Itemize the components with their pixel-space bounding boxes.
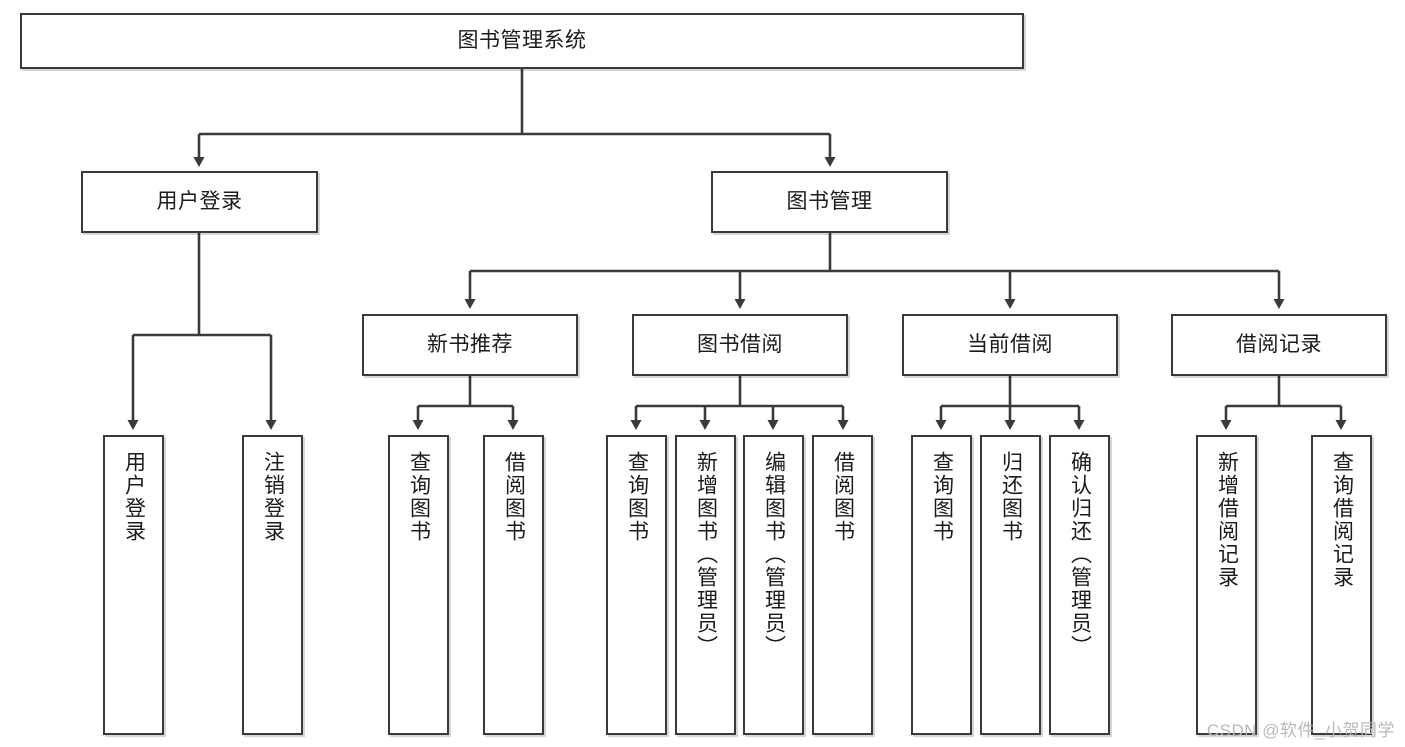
leaf-query-borrow-record[interactable]: 查询借阅记录 [1311,435,1372,735]
leaf-edit-book-admin[interactable]: 编辑图书（管理员） [743,435,804,735]
node-label: 查询借阅记录 [1330,451,1354,589]
node-label: 注销登录 [261,451,285,543]
node-label: 查询图书 [625,451,649,543]
node-label: 归还图书 [999,451,1023,543]
node-label: 用户登录 [156,189,243,213]
leaf-add-book-admin[interactable]: 新增图书（管理员） [675,435,736,735]
node-label: 借阅图书 [831,451,855,543]
leaf-borrow-book-recommend[interactable]: 借阅图书 [483,435,544,735]
node-book-management[interactable]: 图书管理 [711,171,948,233]
node-current-borrow[interactable]: 当前借阅 [902,314,1118,376]
node-label: 借阅记录 [1236,332,1322,356]
leaf-logout[interactable]: 注销登录 [242,435,303,735]
node-label: 编辑图书（管理员） [762,451,786,658]
node-label: 用户登录 [122,451,146,543]
leaf-return-book[interactable]: 归还图书 [980,435,1041,735]
node-label: 当前借阅 [967,332,1053,356]
node-label: 确认归还（管理员） [1068,451,1092,658]
node-label: 图书借阅 [697,332,783,356]
node-label: 查询图书 [407,451,431,543]
node-book-borrow[interactable]: 图书借阅 [632,314,848,376]
node-root[interactable]: 图书管理系统 [20,13,1024,69]
node-label: 图书管理 [786,189,873,213]
leaf-add-borrow-record[interactable]: 新增借阅记录 [1196,435,1257,735]
leaf-query-book-borrow[interactable]: 查询图书 [606,435,667,735]
node-label: 借阅图书 [502,451,526,543]
node-label: 图书管理系统 [457,28,587,52]
leaf-confirm-return-admin[interactable]: 确认归还（管理员） [1049,435,1110,735]
watermark-text: CSDN @软件_小贺同学 [1206,721,1395,740]
node-borrow-records[interactable]: 借阅记录 [1171,314,1387,376]
node-user-login[interactable]: 用户登录 [81,171,318,233]
leaf-user-login[interactable]: 用户登录 [103,435,164,735]
node-label: 新增借阅记录 [1215,451,1239,589]
leaf-query-book-current[interactable]: 查询图书 [911,435,972,735]
leaf-query-book-recommend[interactable]: 查询图书 [388,435,449,735]
node-label: 新书推荐 [427,332,513,356]
node-label: 新增图书（管理员） [694,451,718,658]
node-new-book-recommend[interactable]: 新书推荐 [362,314,578,376]
node-label: 查询图书 [930,451,954,543]
leaf-borrow-book[interactable]: 借阅图书 [812,435,873,735]
